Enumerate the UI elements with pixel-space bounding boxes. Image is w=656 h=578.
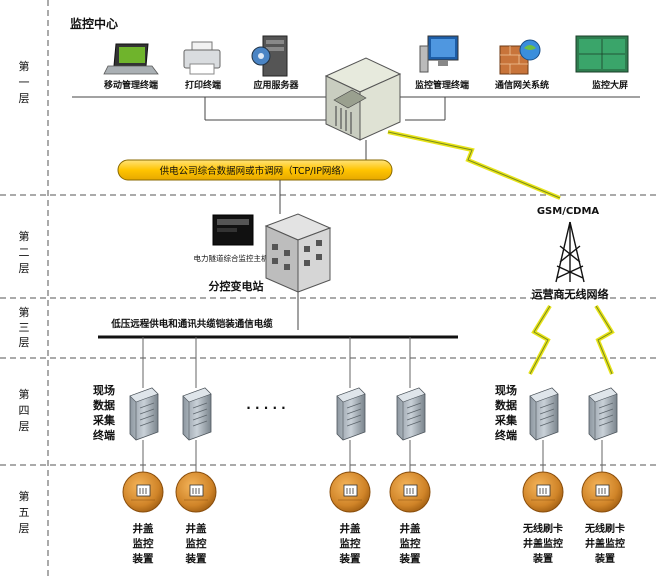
device-label-mobile-terminal: 移动管理终端: [104, 79, 158, 91]
device-label-gateway: 通信网关系统: [495, 79, 549, 91]
svg-text:层: 层: [19, 522, 30, 535]
app-server-icon: [251, 35, 288, 77]
manhole-drops: [142, 440, 603, 472]
svg-text:第: 第: [19, 59, 30, 73]
layer-label-5: 第 五 层: [19, 489, 30, 535]
layer-label-1: 第 一 层: [19, 59, 30, 105]
manhole-monitor-1: [122, 471, 164, 513]
terminal-device-6: [588, 387, 618, 441]
svg-text:层: 层: [19, 336, 30, 349]
svg-text:终端: 终端: [495, 428, 517, 442]
svg-text:装置: 装置: [399, 552, 421, 565]
device-label-big-screen: 监控大屏: [592, 79, 628, 91]
svg-text:数据: 数据: [495, 398, 517, 412]
terminal-device-1: [129, 387, 159, 441]
svg-text:监控: 监控: [133, 537, 154, 550]
svg-text:装置: 装置: [132, 552, 154, 565]
center-title: 监控中心: [70, 16, 118, 31]
monitoring-center-building-icon: [324, 57, 402, 141]
svg-text:监控: 监控: [186, 537, 207, 550]
terminal-label-right: 现场 数据 采集 终端: [494, 383, 518, 442]
manhole-label-5: 无线刷卡 井盖监控 装置: [522, 522, 563, 565]
wireless-link-center-bolt: [387, 130, 561, 200]
device-label-print-terminal: 打印终端: [185, 79, 221, 91]
svg-text:井盖监控: 井盖监控: [585, 537, 625, 550]
layer-label-4: 第 四 层: [19, 387, 30, 433]
center-bus-lines: [72, 96, 640, 121]
svg-text:无线刷卡: 无线刷卡: [522, 522, 563, 535]
manhole-label-1: 井盖 监控 装置: [132, 522, 154, 565]
svg-text:一: 一: [19, 76, 30, 89]
svg-text:层: 层: [19, 262, 30, 275]
svg-text:二: 二: [19, 246, 30, 259]
terminal-device-5: [529, 387, 559, 441]
substation-host-icon: [212, 214, 254, 246]
svg-text:监控: 监控: [400, 537, 421, 550]
manhole-monitor-5: [522, 471, 564, 513]
svg-text:监控: 监控: [340, 537, 361, 550]
ellipsis-more-terminals: · · · · ·: [246, 401, 286, 415]
svg-text:装置: 装置: [339, 552, 361, 565]
monitor-terminal-icon: [419, 35, 459, 73]
manhole-label-6: 无线刷卡 井盖监控 装置: [584, 522, 625, 565]
gsm-label: GSM/CDMA: [537, 206, 600, 217]
layer-label-2: 第 二 层: [19, 229, 30, 275]
svg-text:井盖: 井盖: [400, 522, 421, 535]
terminal-label-left: 现场 数据 采集 终端: [92, 383, 116, 442]
manhole-monitor-6: [581, 471, 623, 513]
layer-label-3: 第 三 层: [19, 305, 30, 349]
svg-text:装置: 装置: [185, 552, 207, 565]
svg-text:三: 三: [19, 321, 30, 334]
svg-text:井盖监控: 井盖监控: [523, 537, 563, 550]
device-label-app-server: 应用服务器: [253, 79, 299, 91]
device-label-monitor-terminal: 监控管理终端: [415, 79, 469, 91]
svg-text:第: 第: [19, 489, 30, 503]
cable-label: 低压远程供电和通讯共缆铠装通信电缆: [110, 318, 273, 330]
svg-text:层: 层: [19, 420, 30, 433]
manhole-label-4: 井盖 监控 装置: [399, 522, 421, 565]
manhole-monitor-3: [329, 471, 371, 513]
terminal-device-3: [336, 387, 366, 441]
svg-text:采集: 采集: [92, 413, 116, 427]
terminal-device-4: [396, 387, 426, 441]
svg-text:井盖: 井盖: [186, 522, 207, 535]
svg-text:采集: 采集: [494, 413, 518, 427]
manhole-label-2: 井盖 监控 装置: [185, 522, 207, 565]
printer-icon: [183, 41, 221, 75]
manhole-monitor-2: [175, 471, 217, 513]
svg-text:井盖: 井盖: [133, 522, 154, 535]
svg-text:现场: 现场: [495, 383, 517, 397]
svg-text:四: 四: [19, 404, 30, 417]
svg-text:第: 第: [19, 305, 30, 319]
laptop-icon: [103, 43, 159, 75]
svg-text:装置: 装置: [532, 552, 553, 565]
radio-tower-icon: [555, 221, 585, 283]
network-bar-label: 供电公司综合数据网或市调网（TCP/IP网络）: [160, 165, 351, 177]
svg-text:现场: 现场: [93, 383, 115, 397]
manhole-monitor-4: [389, 471, 431, 513]
svg-text:无线刷卡: 无线刷卡: [584, 522, 625, 535]
wireless-network-label: 运营商无线网络: [532, 287, 609, 301]
svg-text:装置: 装置: [594, 552, 615, 565]
svg-text:第: 第: [19, 229, 30, 243]
gateway-firewall-icon: [499, 39, 541, 75]
svg-text:数据: 数据: [93, 398, 115, 412]
big-screen-icon: [575, 35, 629, 73]
substation-name: 分控变电站: [209, 279, 264, 293]
svg-text:第: 第: [19, 387, 30, 401]
svg-text:终端: 终端: [93, 428, 115, 442]
svg-text:层: 层: [19, 92, 30, 105]
manhole-label-3: 井盖 监控 装置: [339, 522, 361, 565]
network-bar: 供电公司综合数据网或市调网（TCP/IP网络）: [117, 159, 393, 181]
substation-host-label-line1: 电力隧道综合监控主机: [194, 253, 269, 263]
substation-building-icon: [264, 213, 332, 293]
svg-text:井盖: 井盖: [340, 522, 361, 535]
terminal-device-2: [182, 387, 212, 441]
cable-drops: [142, 337, 411, 388]
svg-text:五: 五: [19, 506, 30, 519]
